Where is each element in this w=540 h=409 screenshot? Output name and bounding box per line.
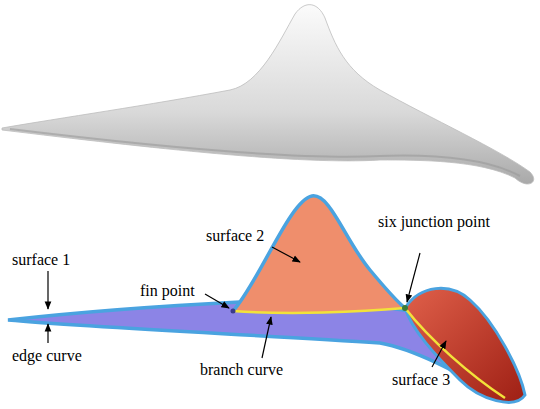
callout-label: surface 2 (206, 226, 264, 245)
callout-label: fin point (140, 281, 195, 300)
junction-point-dot (402, 305, 408, 311)
callout-label: surface 1 (12, 250, 70, 269)
fin-point-dot (231, 309, 236, 314)
callout-label: edge curve (12, 346, 82, 365)
callout-label: surface 3 (392, 370, 450, 389)
rendered-surface (2, 5, 534, 184)
callout-label: branch curve (200, 360, 283, 379)
leader-lines (48, 247, 446, 367)
branch-curve-line (233, 308, 405, 313)
callout-label: six junction point (378, 212, 506, 231)
